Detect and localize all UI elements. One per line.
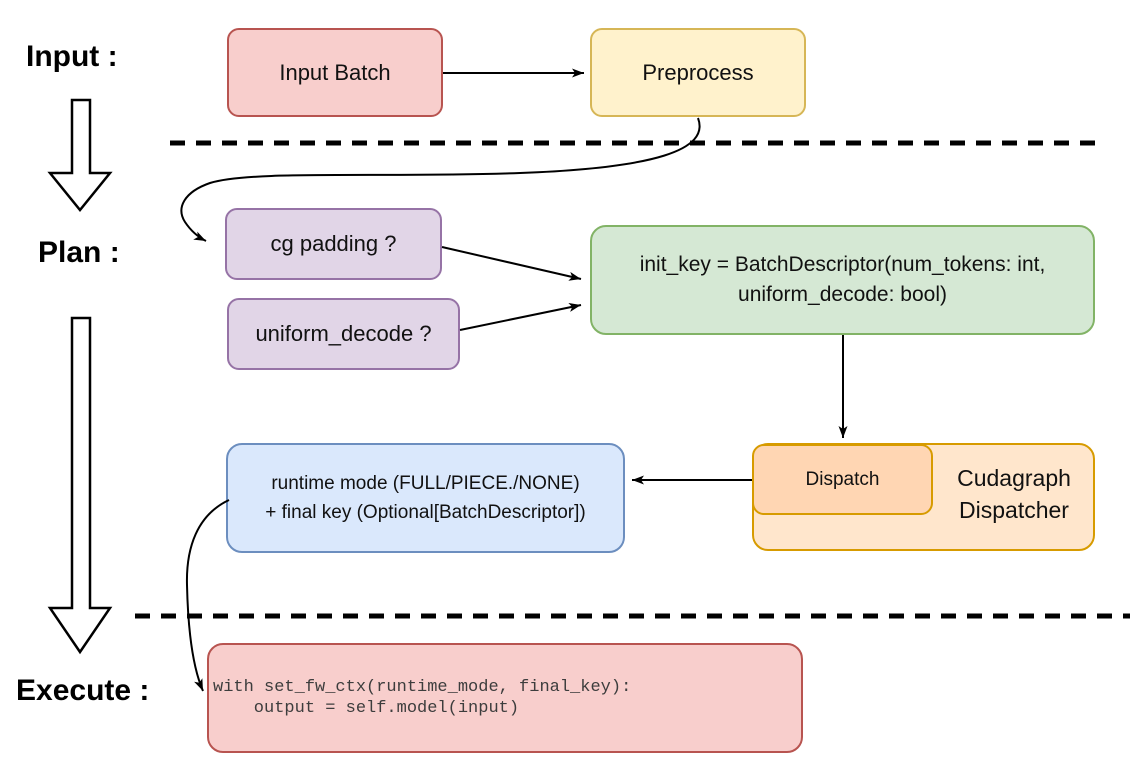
code-line2: output = self.model(input) <box>213 699 520 718</box>
stage-label-input: Input : <box>26 40 118 73</box>
cudagraph-label-line1: Cudagraph <box>957 465 1071 491</box>
node-preprocess: Preprocess <box>590 28 806 117</box>
runtime-mode-line2: + final key (Optional[BatchDescriptor]) <box>265 502 586 523</box>
arrow-uniform-decode-to-init-key <box>459 303 582 331</box>
uniform-decode-label: uniform_decode ? <box>255 321 432 347</box>
init-key-line2: uniform_decode: bool) <box>738 283 947 306</box>
cudagraph-dispatcher-label: Cudagraph Dispatcher <box>933 440 1095 548</box>
node-dispatch: Dispatch <box>752 444 933 515</box>
node-uniform-decode: uniform_decode ? <box>227 298 460 370</box>
cudagraph-label-line2: Dispatcher <box>959 497 1069 523</box>
phase-arrow-plan-to-execute-icon <box>47 316 113 655</box>
init-key-line1: init_key = BatchDescriptor(num_tokens: i… <box>639 253 1046 276</box>
stage-label-execute: Execute : <box>16 674 150 707</box>
node-runtime-mode: runtime mode (FULL/PIECE./NONE) + final … <box>226 443 625 553</box>
code-line1: with set_fw_ctx(runtime_mode, final_key)… <box>213 678 632 697</box>
dispatch-label: Dispatch <box>805 468 880 490</box>
node-cg-padding: cg padding ? <box>225 208 442 280</box>
input-batch-label: Input Batch <box>279 59 391 85</box>
phase-arrow-input-to-plan-icon <box>47 98 113 212</box>
stage-label-plan: Plan : <box>38 236 120 269</box>
node-init-key: init_key = BatchDescriptor(num_tokens: i… <box>590 225 1095 335</box>
arrow-cg-padding-to-init-key <box>441 246 582 281</box>
runtime-mode-line1: runtime mode (FULL/PIECE./NONE) <box>271 473 580 494</box>
node-execute-code: with set_fw_ctx(runtime_mode, final_key)… <box>207 643 803 753</box>
node-input-batch: Input Batch <box>227 28 443 117</box>
cg-padding-label: cg padding ? <box>270 231 397 257</box>
preprocess-label: Preprocess <box>642 59 754 85</box>
